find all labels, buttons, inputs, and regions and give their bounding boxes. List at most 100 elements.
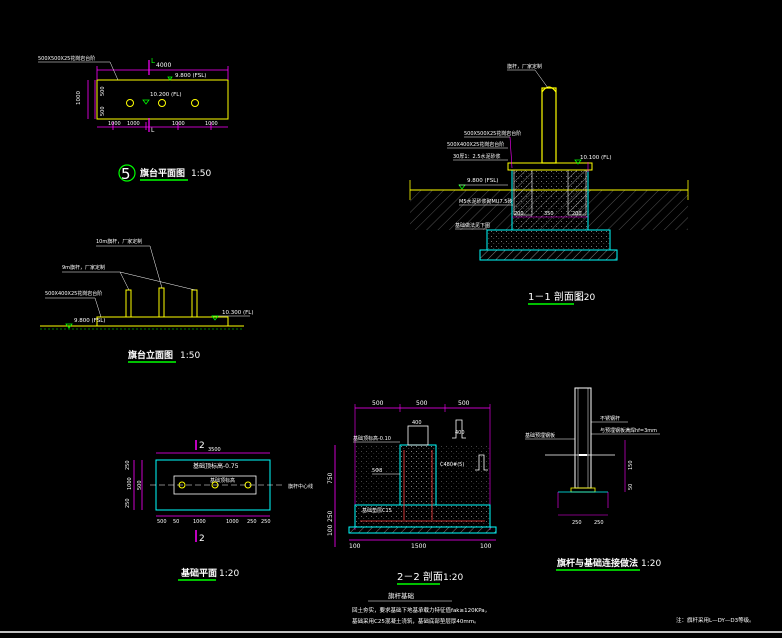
plan-platform-outline xyxy=(96,79,229,120)
foundation-plan: 2 2 3500 基础顶标高-0.75 基础顶标高 旗杆中心线 1000 250… xyxy=(125,440,313,581)
plan-callout-material: 500X500X25花岗岩台阶 xyxy=(38,55,95,62)
section11-dim: 350 xyxy=(544,211,554,217)
section22-top-dim: 500 xyxy=(458,400,470,407)
plan-number: 5 xyxy=(121,165,131,183)
elevation-pole xyxy=(158,287,165,318)
section11-title: 1－1 剖面图 xyxy=(528,290,584,303)
notes-line1: 回土夯实，要求基础下地基承载力特征值fak≥120KPa， xyxy=(352,606,490,614)
section22-top-dim: 500 xyxy=(372,400,384,407)
connection-detail: 基础预埋钢板 不锈钢杆 与预埋钢板满焊hf=3mm 150 50 250 250… xyxy=(525,387,661,571)
notes-line2: 基础采用C25混凝土浇筑，基础底部垫层厚40mm。 xyxy=(352,617,480,625)
foundation-label-axis: 旗杆中心线 xyxy=(288,483,313,490)
plan-view: 4000 L L 500X500X25花岗岩台阶 9.800 (FSL) 10.… xyxy=(38,55,229,183)
plan-pole-circle xyxy=(191,99,199,107)
connection-scale: 1:20 xyxy=(641,559,661,569)
elevation-title: 旗台立面图 xyxy=(128,349,173,361)
section22-label-c: C480#(5) xyxy=(440,462,464,468)
foundation-label-mid: 基础顶标高 xyxy=(210,477,235,484)
connection-label-bolt: 与预埋钢板满焊hf=3mm xyxy=(600,427,657,434)
foundation-total-height: 1000 xyxy=(127,477,133,490)
plan-section-mark-top: L xyxy=(151,57,155,65)
section-1-1: 旗杆，厂家定制 500X500X25花岗岩台阶 500X400X25花岗岩台阶 … xyxy=(409,63,689,305)
section22-title: 2－2 剖面 xyxy=(397,570,443,583)
connection-height-dim: 150 xyxy=(628,460,634,470)
foundation-bottom-dim: 50 xyxy=(173,519,179,525)
connection-bottom-dim: 250 xyxy=(572,520,582,526)
foundation-height-dim: 250 xyxy=(125,498,131,508)
section11-level-fsl: 9.800 (FSL) xyxy=(467,178,498,184)
elevation-callout-stone: 500X400X25花岗岩台阶 xyxy=(45,290,102,297)
plan-level-fsl: 9.800 (FSL) xyxy=(175,73,206,79)
plan-section-mark-bottom: L xyxy=(151,127,155,134)
notes: 旗杆基础 回土夯实，要求基础下地基承载力特征值fak≥120KPa， 基础采用C… xyxy=(0,591,782,633)
section22-bottom-dim: 100 xyxy=(349,543,361,550)
section11-callout-brick: M5水泥砂浆砌MU7.5砖 xyxy=(459,198,512,205)
foundation-bottom-dim: 250 xyxy=(261,519,271,525)
section22-scale: 1:20 xyxy=(443,573,463,583)
section22-bottom-dim: 1500 xyxy=(411,543,426,550)
section11-level-fl: 10.100 (FL) xyxy=(580,155,612,161)
foundation-title: 基础平面 xyxy=(180,567,217,579)
connection-bottom-dim: 250 xyxy=(594,520,604,526)
elevation-level-fl: 10.300 (FL) xyxy=(222,310,254,316)
foundation-height-dim: 250 xyxy=(125,460,131,470)
connection-label-base: 基础预埋钢板 xyxy=(525,432,555,439)
section22-bedding xyxy=(348,526,497,534)
connection-title: 旗杆与基础连接做法 xyxy=(557,557,638,569)
elevation-callout-pole1: 10m旗杆，厂家定制 xyxy=(96,238,142,245)
plan-height-sub: 500 xyxy=(100,86,106,96)
section11-callout-base: 基础做法见下图 xyxy=(455,222,490,229)
section11-dim: 200 xyxy=(572,211,582,217)
section11-callout-stone2: 500X400X25花岗岩台阶 xyxy=(447,141,504,148)
section11-bedding xyxy=(479,249,618,261)
section11-scale: 1:20 xyxy=(575,293,595,303)
plan-scale: 1:50 xyxy=(191,169,211,179)
elevation-view: 10m旗杆，厂家定制 9m旗杆，厂家定制 500X400X25花岗岩台阶 10.… xyxy=(40,238,254,363)
elevation-level-fsl: 9.800 (FSL) xyxy=(74,318,105,324)
plan-bottom-dim: 1000 xyxy=(172,121,185,127)
elevation-callout-pole2: 9m旗杆，厂家定制 xyxy=(62,264,105,271)
foundation-bottom-dim: 1000 xyxy=(193,519,206,525)
connection-side-dim: 50 xyxy=(628,484,634,490)
section11-callout-stone1: 500X500X25花岗岩台阶 xyxy=(464,130,521,137)
plan-pole-circle xyxy=(126,99,134,107)
foundation-label-top: 基础顶标高-0.75 xyxy=(193,462,239,470)
foundation-section-mark: 2 xyxy=(199,441,205,451)
plan-title: 旗台平面图 xyxy=(140,167,185,179)
elevation-pole xyxy=(125,289,132,318)
section22-label-upper: 400 xyxy=(412,420,422,426)
section11-stone-cap xyxy=(507,162,593,171)
foundation-section-mark-bottom: 2 xyxy=(199,534,205,544)
plan-bottom-dim: 1000 xyxy=(108,121,121,127)
foundation-bottom-dim: 500 xyxy=(157,519,167,525)
foundation-bottom-dim: 1000 xyxy=(226,519,239,525)
foundation-scale: 1:20 xyxy=(219,569,239,579)
foundation-bottom-dim: 250 xyxy=(247,519,257,525)
section11-dim: 200 xyxy=(514,211,524,217)
plan-pole-circle xyxy=(158,99,166,107)
elevation-pole xyxy=(191,289,198,318)
plan-number-circle xyxy=(118,164,136,182)
section22-label-rebar: 5Φ8 xyxy=(372,468,382,474)
section22-label-bottom: 基础垫层C15 xyxy=(362,507,392,514)
plan-level-fl: 10.200 (FL) xyxy=(150,92,182,98)
foundation-width-dim: 3500 xyxy=(208,447,221,453)
plan-bottom-dim: 1000 xyxy=(127,121,140,127)
section11-callout-pole: 旗杆，厂家定制 xyxy=(507,63,542,70)
connection-label-pole: 不锈钢杆 xyxy=(600,415,620,422)
section22-top-dim: 500 xyxy=(416,400,428,407)
plan-width-dim: 4000 xyxy=(156,62,171,69)
section11-pole xyxy=(541,87,557,164)
section22-label-level: 基础顶标高-0.10 xyxy=(353,435,391,442)
notes-right: 注：旗杆采用L—DY—D3等级。 xyxy=(676,616,755,624)
plan-height-sub: 500 xyxy=(100,106,106,116)
section22-column xyxy=(399,444,437,506)
notes-heading: 旗杆基础 xyxy=(388,591,415,600)
section11-callout-mortar: 30厚1：2.5水泥砂浆 xyxy=(453,153,501,160)
section22-bottom-dim: 100 xyxy=(480,543,492,550)
connection-pole xyxy=(574,387,592,489)
section11-footing xyxy=(486,229,611,251)
section22-height-dim: 100 xyxy=(327,524,334,536)
